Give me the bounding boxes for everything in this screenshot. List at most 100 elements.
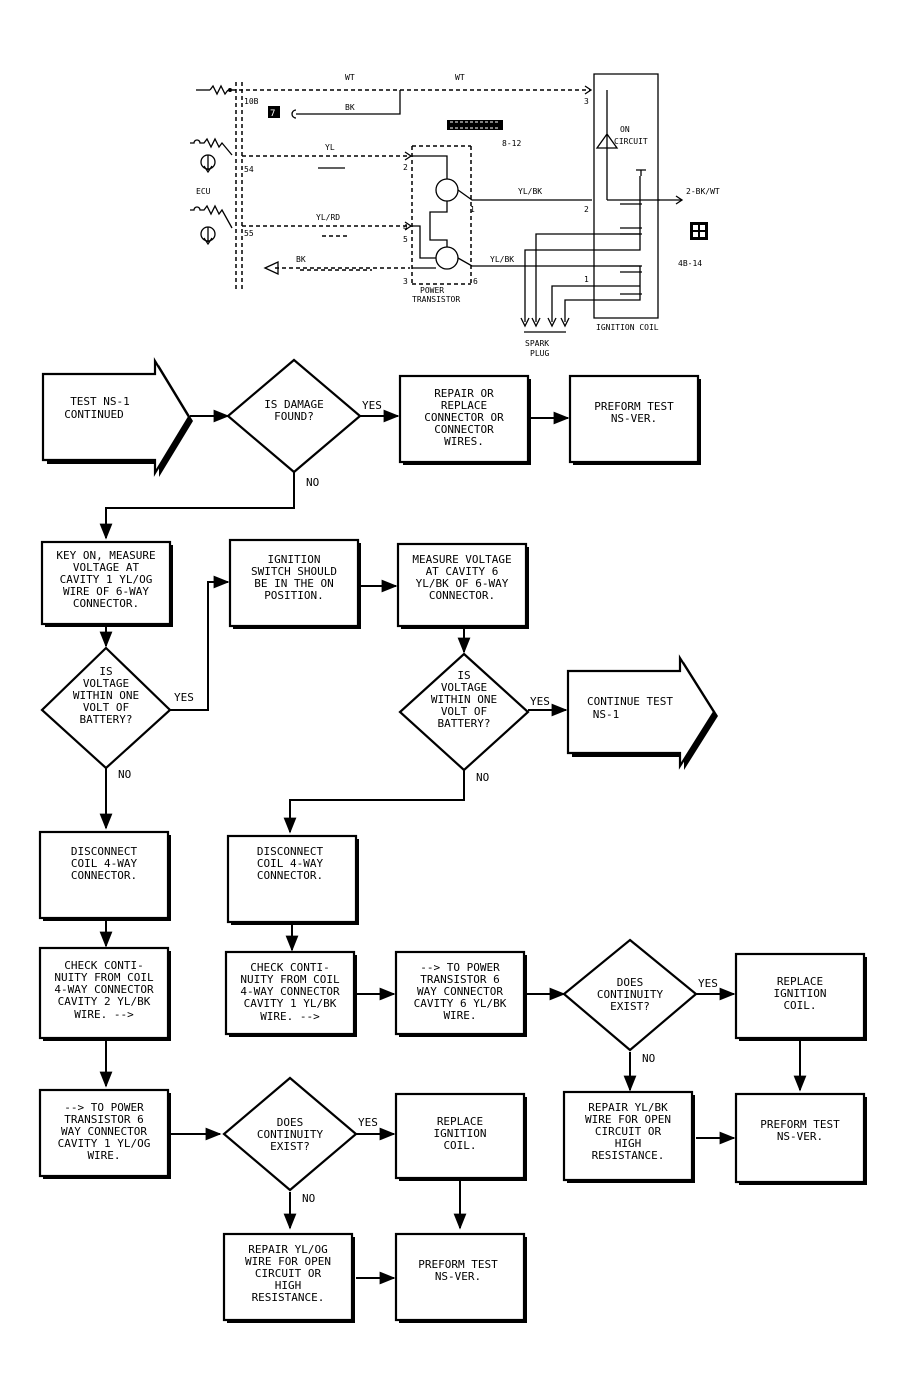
pin-label: 1 (584, 275, 589, 284)
no-label: NO (306, 476, 319, 489)
node-text: REPAIR OR (434, 387, 494, 400)
ref-label: 4B-14 (678, 259, 702, 268)
check-cavity1-box: CHECK CONTI- NUITY FROM COIL 4-WAY CONNE… (224, 950, 357, 1037)
continue-arrow-node: CONTINUE TEST NS-1 (566, 654, 718, 770)
yes-label: YES (358, 1116, 378, 1129)
no-label: NO (302, 1192, 315, 1205)
key-on-box: KEY ON, MEASURE VOLTAGE AT CAVITY 1 YL/O… (40, 540, 173, 627)
to-transistor-cavity1-box: --> TO POWER TRANSISTOR 6 WAY CONNECTOR … (38, 1088, 171, 1179)
node-text: CONTINUITY (597, 988, 664, 1001)
voltage-decision-1: IS VOLTAGE WITHIN ONE VOLT OF BATTERY? (40, 646, 172, 770)
node-text: BATTERY? (438, 717, 491, 730)
node-text: WIRE. (87, 1149, 120, 1162)
branch-labels: YES NO YES NO YES NO YES NO YES NO (118, 399, 718, 1205)
node-text: CIRCUIT OR (595, 1125, 662, 1138)
node-text: RESISTANCE. (252, 1291, 325, 1304)
wire-label: BK (345, 103, 355, 112)
pin-label: 2 (403, 163, 408, 172)
node-text: TRANSISTOR 6 (420, 973, 499, 986)
yes-label: YES (362, 399, 382, 412)
node-text: DISCONNECT (257, 845, 324, 858)
continuity-decision-1: DOES CONTINUITY EXIST? (222, 1076, 358, 1192)
no-label: NO (642, 1052, 655, 1065)
node-text: CIRCUIT OR (255, 1267, 322, 1280)
node-text: YL/BK OF 6-WAY (416, 577, 509, 590)
node-text: RESISTANCE. (592, 1149, 665, 1162)
node-text: NS-1 (593, 708, 620, 721)
node-text: --> TO POWER (64, 1101, 144, 1114)
node-text: REPLACE (437, 1115, 483, 1128)
node-text: TRANSISTOR 6 (64, 1113, 143, 1126)
node-text: CONTINUE TEST (587, 695, 673, 708)
pin-label: 4 (403, 223, 408, 232)
ignition-coil-label: IGNITION COIL (596, 323, 659, 332)
replace-coil-box-1: REPLACE IGNITION COIL. (394, 1092, 527, 1181)
node-text: WIRE. --> (74, 1008, 134, 1021)
node-text: CONNECTOR (434, 423, 494, 436)
pin-label: 55 (244, 229, 254, 238)
node-text: POSITION. (264, 589, 324, 602)
flowchart-connectors (99, 409, 807, 1285)
replace-coil-box-2: REPLACE IGNITION COIL. (734, 952, 867, 1041)
node-text: WITHIN ONE (431, 693, 497, 706)
node-text: NUITY FROM COIL (240, 973, 340, 986)
node-text: DOES (277, 1116, 304, 1129)
node-text: CAVITY 6 YL/BK (414, 997, 507, 1010)
pin-label: 54 (244, 165, 254, 174)
node-text: PREFORM TEST (760, 1118, 840, 1131)
node-text: REPAIR YL/BK (588, 1101, 668, 1114)
node-text: BATTERY? (80, 713, 133, 726)
node-text: 4-WAY CONNECTOR (54, 983, 154, 996)
node-text: CONNECTOR. (71, 869, 137, 882)
node-text: WAY CONNECTOR (417, 985, 503, 998)
node-text: COIL. (443, 1139, 476, 1152)
wiring-schematic: WT WT 10B BK 7 8-12 ECU 54 55 YL YL/RD (190, 73, 720, 358)
node-text: CONTINUITY (257, 1128, 324, 1141)
node-text: EXIST? (610, 1000, 650, 1013)
wire-label: WT (345, 73, 355, 82)
perform-test-box-1: PREFORM TEST NS-VER. (568, 374, 701, 465)
pin-label: 3 (403, 277, 408, 286)
decision-text: FOUND? (274, 410, 314, 423)
wire-label: BK (296, 255, 306, 264)
node-text: REPLACE (777, 975, 823, 988)
node-text: CAVITY 1 YL/OG (58, 1137, 151, 1150)
on-circuit-label: CIRCUIT (614, 137, 648, 146)
wire-label: WT (455, 73, 465, 82)
node-text: IS (457, 669, 470, 682)
node-text: REPLACE (441, 399, 487, 412)
node-text: VOLTAGE (83, 677, 129, 690)
on-circuit-label: ON (620, 125, 630, 134)
check-cavity2-box: CHECK CONTI- NUITY FROM COIL 4-WAY CONNE… (38, 946, 171, 1041)
node-text: VOLT OF (83, 701, 129, 714)
wire-label: 2-BK/WT (686, 187, 720, 196)
node-text: PREFORM TEST (594, 400, 674, 413)
connector-icon (690, 222, 708, 240)
badge-number: 7 (270, 109, 275, 119)
node-text: EXIST? (270, 1140, 310, 1153)
ref-label: 8-12 (502, 139, 521, 148)
continuity-decision-2: DOES CONTINUITY EXIST? (562, 938, 698, 1052)
node-text: HIGH (615, 1137, 642, 1150)
node-text: CONNECTOR. (73, 597, 139, 610)
node-text: BE IN THE ON (254, 577, 333, 590)
repair-ylbk-box: REPAIR YL/BK WIRE FOR OPEN CIRCUIT OR HI… (562, 1090, 695, 1183)
start-text: CONTINUED (64, 408, 124, 421)
node-text: CHECK CONTI- (64, 959, 143, 972)
node-text: MEASURE VOLTAGE (412, 553, 511, 566)
node-text: DISCONNECT (71, 845, 138, 858)
node-text: CAVITY 2 YL/BK (58, 995, 151, 1008)
disconnect-box-2: DISCONNECT COIL 4-WAY CONNECTOR. (226, 834, 359, 925)
ignition-switch-box: IGNITION SWITCH SHOULD BE IN THE ON POSI… (228, 538, 361, 629)
disconnect-box-1: DISCONNECT COIL 4-WAY CONNECTOR. (38, 830, 171, 921)
node-text: VOLT OF (441, 705, 487, 718)
node-text: DOES (617, 976, 644, 989)
connector-icon (447, 120, 503, 130)
node-text: NS-VER. (611, 412, 657, 425)
to-transistor-cavity6-box: --> TO POWER TRANSISTOR 6 WAY CONNECTOR … (394, 950, 527, 1037)
wire-label: YL/BK (490, 255, 514, 264)
node-text: COIL. (783, 999, 816, 1012)
node-text: AT CAVITY 6 (426, 565, 499, 578)
pin-label: 10B (244, 97, 259, 106)
node-text: WIRE FOR OPEN (585, 1113, 671, 1126)
